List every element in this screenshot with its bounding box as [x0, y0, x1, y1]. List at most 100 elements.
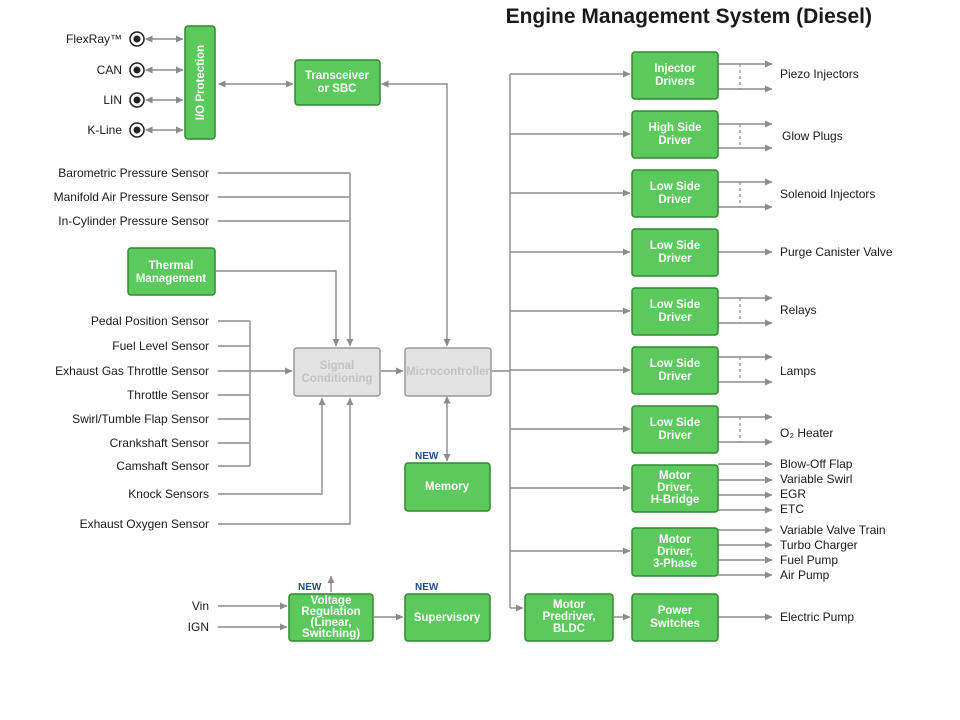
output-label: Electric Pump: [780, 610, 854, 624]
power-input-label: IGN: [188, 620, 209, 634]
output-label: EGR: [780, 487, 806, 501]
block-label-line: Motor: [659, 470, 691, 482]
block-label-line: Driver,: [657, 482, 693, 494]
sensor-label: In-Cylinder Pressure Sensor: [58, 214, 209, 228]
driver-injector: Injector Drivers: [631, 51, 719, 100]
driver-motor-3-phase: Motor Driver, 3-Phase: [631, 527, 719, 577]
port-lin: LIN: [103, 92, 184, 108]
block-label: Memory: [425, 481, 470, 493]
output-label: O₂ Heater: [780, 426, 833, 440]
block-label-line: Driver: [658, 371, 692, 383]
output-label: Solenoid Injectors: [780, 187, 875, 201]
block-label-line: 3-Phase: [653, 558, 697, 570]
sensor-label: Swirl/Tumble Flap Sensor: [72, 412, 209, 426]
output-label: Fuel Pump: [780, 553, 838, 567]
block-label-line: Power: [658, 605, 693, 617]
port-label: K-Line: [87, 123, 122, 137]
block-label-line: Motor: [659, 534, 691, 546]
motor-predriver-block: Motor Predriver, BLDC: [524, 593, 614, 642]
block-label-line: Drivers: [655, 76, 695, 88]
block-label-line: Low Side: [650, 417, 700, 429]
block-label-line: Transceiver: [305, 70, 369, 82]
memory-block: Memory: [404, 462, 491, 512]
port-kline: K-Line: [87, 122, 184, 138]
sensor-label: Exhaust Oxygen Sensor: [80, 517, 209, 531]
block-label-line: Conditioning: [302, 373, 373, 385]
block-label-line: Switching): [302, 628, 360, 640]
output-label: Blow-Off Flap: [780, 457, 853, 471]
driver-low-side-2: Low Side Driver: [631, 228, 719, 277]
block-label-line: or SBC: [318, 83, 357, 95]
power-input-label: Vin: [192, 599, 209, 613]
new-badge: NEW: [415, 582, 439, 593]
supervisory-block: Supervisory: [404, 593, 491, 642]
sensor-labels: Barometric Pressure Sensor Manifold Air …: [54, 166, 209, 634]
block-label: Supervisory: [414, 612, 481, 624]
block-label-line: Low Side: [650, 240, 700, 252]
port-can: CAN: [97, 62, 184, 78]
output-label: Glow Plugs: [782, 129, 843, 143]
block-label: I/O Protection: [195, 45, 207, 120]
block-label-line: Voltage: [311, 595, 352, 607]
output-label: ETC: [780, 502, 804, 516]
block-label-line: Switches: [650, 618, 700, 630]
driver-motor-h-bridge: Motor Driver, H-Bridge: [631, 464, 719, 513]
block-label-line: Motor: [553, 599, 585, 611]
block-label-line: Driver: [658, 194, 692, 206]
block-label-line: Management: [136, 273, 206, 285]
voltage-regulation-block: Voltage Regulation (Linear, Switching): [288, 593, 374, 642]
driver-low-side-1: Low Side Driver: [631, 169, 719, 218]
output-label: Turbo Charger: [780, 538, 858, 552]
port-flexray: FlexRay™: [66, 31, 184, 47]
port-label: LIN: [103, 93, 122, 107]
sensor-label: Manifold Air Pressure Sensor: [54, 190, 209, 204]
sensor-label: Throttle Sensor: [127, 388, 209, 402]
driver-low-side-3: Low Side Driver: [631, 287, 719, 336]
block-label: Microcontroller: [406, 366, 490, 378]
output-label: Relays: [780, 303, 817, 317]
output-label: Variable Valve Train: [780, 523, 886, 537]
port-label: CAN: [97, 63, 122, 77]
block-label-line: (Linear,: [311, 617, 352, 629]
driver-low-side-5: Low Side Driver: [631, 405, 719, 454]
block-label-line: Driver: [658, 135, 692, 147]
block-label-line: Driver: [658, 312, 692, 324]
block-label-line: Injector: [654, 63, 696, 75]
block-label-line: Low Side: [650, 358, 700, 370]
output-label: Air Pump: [780, 568, 830, 582]
output-label: Variable Swirl: [780, 472, 852, 486]
sensor-label: Exhaust Gas Throttle Sensor: [55, 364, 209, 378]
block-label-line: High Side: [648, 122, 701, 134]
sensor-label: Pedal Position Sensor: [91, 314, 209, 328]
sensor-label: Barometric Pressure Sensor: [58, 166, 209, 180]
diagram-title: Engine Management System (Diesel): [506, 5, 872, 28]
driver-high-side: High Side Driver: [631, 110, 719, 159]
block-label-line: Signal: [320, 360, 355, 372]
block-label-line: Regulation: [301, 606, 360, 618]
new-badge: NEW: [415, 451, 439, 462]
block-label-line: Thermal: [149, 260, 194, 272]
block-label-line: Driver: [658, 430, 692, 442]
thermal-management-block: Thermal Management: [127, 247, 216, 296]
sensor-label: Knock Sensors: [128, 487, 209, 501]
block-label-line: Driver,: [657, 546, 693, 558]
power-switches-block: Power Switches: [631, 593, 719, 642]
output-label: Purge Canister Valve: [780, 245, 893, 259]
wiring: [216, 60, 773, 631]
port-label: FlexRay™: [66, 32, 122, 46]
block-label-line: Low Side: [650, 299, 700, 311]
io-protection-block: I/O Protection: [184, 25, 216, 140]
driver-low-side-4: Low Side Driver: [631, 346, 719, 395]
transceiver-block: Transceiver or SBC: [294, 59, 381, 106]
output-label: Lamps: [780, 364, 816, 378]
new-badge: NEW: [298, 582, 322, 593]
block-label-line: Low Side: [650, 181, 700, 193]
microcontroller-block: Microcontroller: [404, 347, 492, 397]
sensor-label: Crankshaft Sensor: [110, 436, 209, 450]
sensor-label: Camshaft Sensor: [116, 459, 209, 473]
bus-ports: FlexRay™ CAN LIN K-Line: [66, 31, 184, 138]
block-label-line: Driver: [658, 253, 692, 265]
signal-conditioning-block: Signal Conditioning: [293, 347, 381, 397]
output-label: Piezo Injectors: [780, 67, 859, 81]
